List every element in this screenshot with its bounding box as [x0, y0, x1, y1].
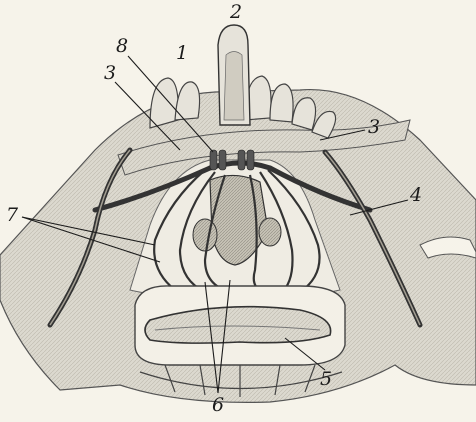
label-1: 1	[176, 44, 188, 63]
label-8: 8	[116, 37, 128, 56]
label-5: 5	[320, 370, 332, 389]
label-2: 2	[230, 3, 242, 22]
label-4: 4	[410, 186, 422, 205]
label-3-right: 3	[368, 118, 380, 137]
left-ganglion	[193, 219, 217, 251]
right-ganglion	[259, 218, 281, 246]
label-3-left: 3	[104, 64, 116, 83]
label-6: 6	[212, 396, 224, 415]
label-7: 7	[6, 206, 18, 225]
